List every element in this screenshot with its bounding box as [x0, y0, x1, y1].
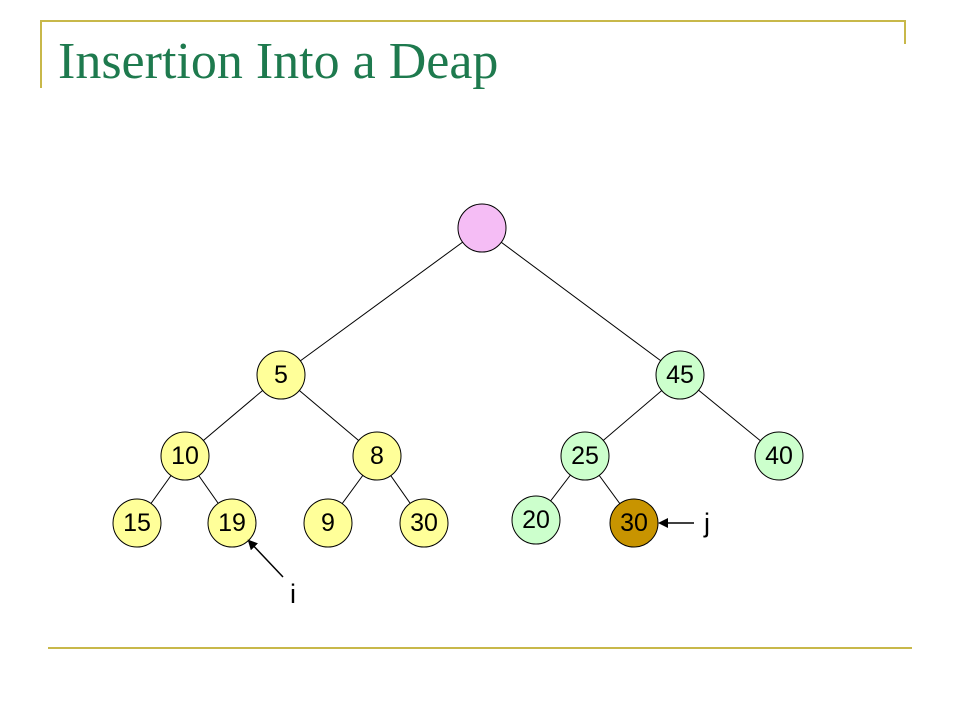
node-value: 30: [620, 509, 648, 537]
node-value: 45: [666, 361, 694, 389]
pointer-i-label: i: [290, 579, 296, 609]
max-heap-node: 25: [560, 431, 610, 481]
tree-nodes: 5 45 10 8 15 19 9 30 25 40 20 30: [112, 203, 804, 548]
node-circle: [303, 498, 353, 548]
node-circle: [754, 431, 804, 481]
top-rule: [40, 20, 904, 22]
node-value: 5: [274, 361, 288, 389]
pointer-arrows: ij: [247, 508, 710, 609]
left-rule: [40, 20, 42, 88]
pointer-i-arrow: [247, 539, 284, 578]
min-heap-node: 10: [160, 431, 210, 481]
inserted-node: 30: [609, 498, 659, 548]
node-circle: [256, 350, 306, 400]
min-heap-leaf-node: 30: [399, 498, 449, 548]
pointer-j-label: j: [703, 508, 710, 538]
node-circle: [560, 431, 610, 481]
node-value: 30: [410, 509, 438, 537]
node-circle: [352, 431, 402, 481]
max-heap-root-node: 45: [655, 350, 705, 400]
node-circle: [207, 498, 257, 548]
bottom-rule: [48, 647, 912, 649]
node-circle: [399, 498, 449, 548]
node-circle: [457, 203, 507, 253]
min-heap-node: 8: [352, 431, 402, 481]
node-circle: [112, 498, 162, 548]
min-heap-leaf-node: 19: [207, 498, 257, 548]
node-value: 8: [370, 442, 384, 470]
node-circle: [511, 495, 561, 545]
node-circle: [655, 350, 705, 400]
tree-edge: [481, 227, 681, 376]
min-heap-leaf-node: 15: [112, 498, 162, 548]
node-value: 15: [123, 509, 151, 537]
max-heap-leaf-node: 20: [511, 495, 561, 545]
slide-title: Insertion Into a Deap: [58, 33, 499, 90]
node-value: 40: [765, 442, 793, 470]
right-rule: [904, 20, 906, 44]
tree-edge: [280, 227, 483, 376]
min-heap-leaf-node: 9: [303, 498, 353, 548]
node-value: 10: [171, 442, 199, 470]
root-node: [457, 203, 507, 253]
node-value: 19: [218, 509, 246, 537]
node-value: 25: [571, 442, 599, 470]
node-value: 20: [522, 506, 550, 534]
min-heap-root-node: 5: [256, 350, 306, 400]
max-heap-node: 40: [754, 431, 804, 481]
node-value: 9: [321, 509, 335, 537]
node-circle: [160, 431, 210, 481]
